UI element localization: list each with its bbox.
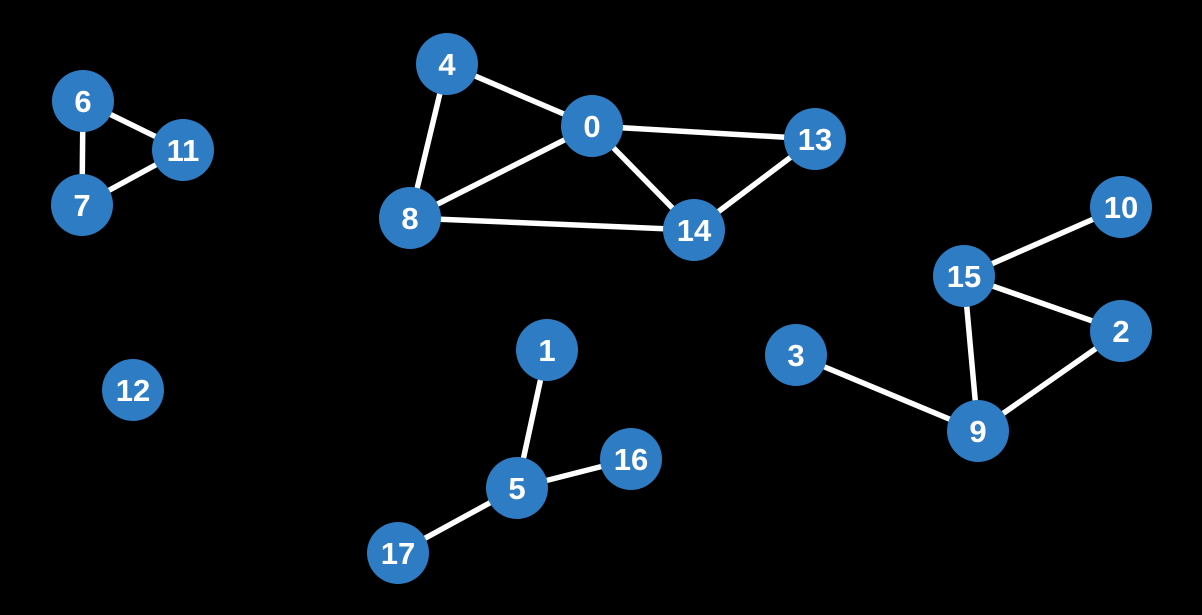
node-16[interactable]: 16 (600, 428, 662, 490)
node-2[interactable]: 2 (1090, 300, 1152, 362)
node-4[interactable]: 4 (416, 33, 478, 95)
node-circle-1[interactable] (516, 319, 578, 381)
node-circle-9[interactable] (947, 400, 1009, 462)
node-circle-14[interactable] (663, 199, 725, 261)
node-17[interactable]: 17 (367, 522, 429, 584)
node-circle-8[interactable] (379, 187, 441, 249)
node-15[interactable]: 15 (933, 245, 995, 307)
node-circle-7[interactable] (51, 174, 113, 236)
edge-3-9 (793, 352, 981, 434)
node-6[interactable]: 6 (52, 70, 114, 132)
node-5[interactable]: 5 (486, 457, 548, 519)
edge-0-13 (589, 123, 818, 142)
node-circle-0[interactable] (561, 95, 623, 157)
node-circle-12[interactable] (102, 359, 164, 421)
node-10[interactable]: 10 (1090, 176, 1152, 238)
node-circle-4[interactable] (416, 33, 478, 95)
node-3[interactable]: 3 (765, 324, 827, 386)
node-9[interactable]: 9 (947, 400, 1009, 462)
edge-8-14 (407, 215, 697, 233)
node-circle-15[interactable] (933, 245, 995, 307)
node-13[interactable]: 13 (784, 108, 846, 170)
node-circle-16[interactable] (600, 428, 662, 490)
node-8[interactable]: 8 (379, 187, 441, 249)
node-circle-17[interactable] (367, 522, 429, 584)
node-14[interactable]: 14 (663, 199, 725, 261)
node-circle-6[interactable] (52, 70, 114, 132)
node-circle-13[interactable] (784, 108, 846, 170)
node-0[interactable]: 0 (561, 95, 623, 157)
node-12[interactable]: 12 (102, 359, 164, 421)
node-circle-5[interactable] (486, 457, 548, 519)
node-1[interactable]: 1 (516, 319, 578, 381)
node-circle-3[interactable] (765, 324, 827, 386)
node-circle-2[interactable] (1090, 300, 1152, 362)
node-circle-10[interactable] (1090, 176, 1152, 238)
node-11[interactable]: 11 (152, 119, 214, 181)
edge-0-8 (407, 123, 595, 221)
node-7[interactable]: 7 (51, 174, 113, 236)
node-circle-11[interactable] (152, 119, 214, 181)
